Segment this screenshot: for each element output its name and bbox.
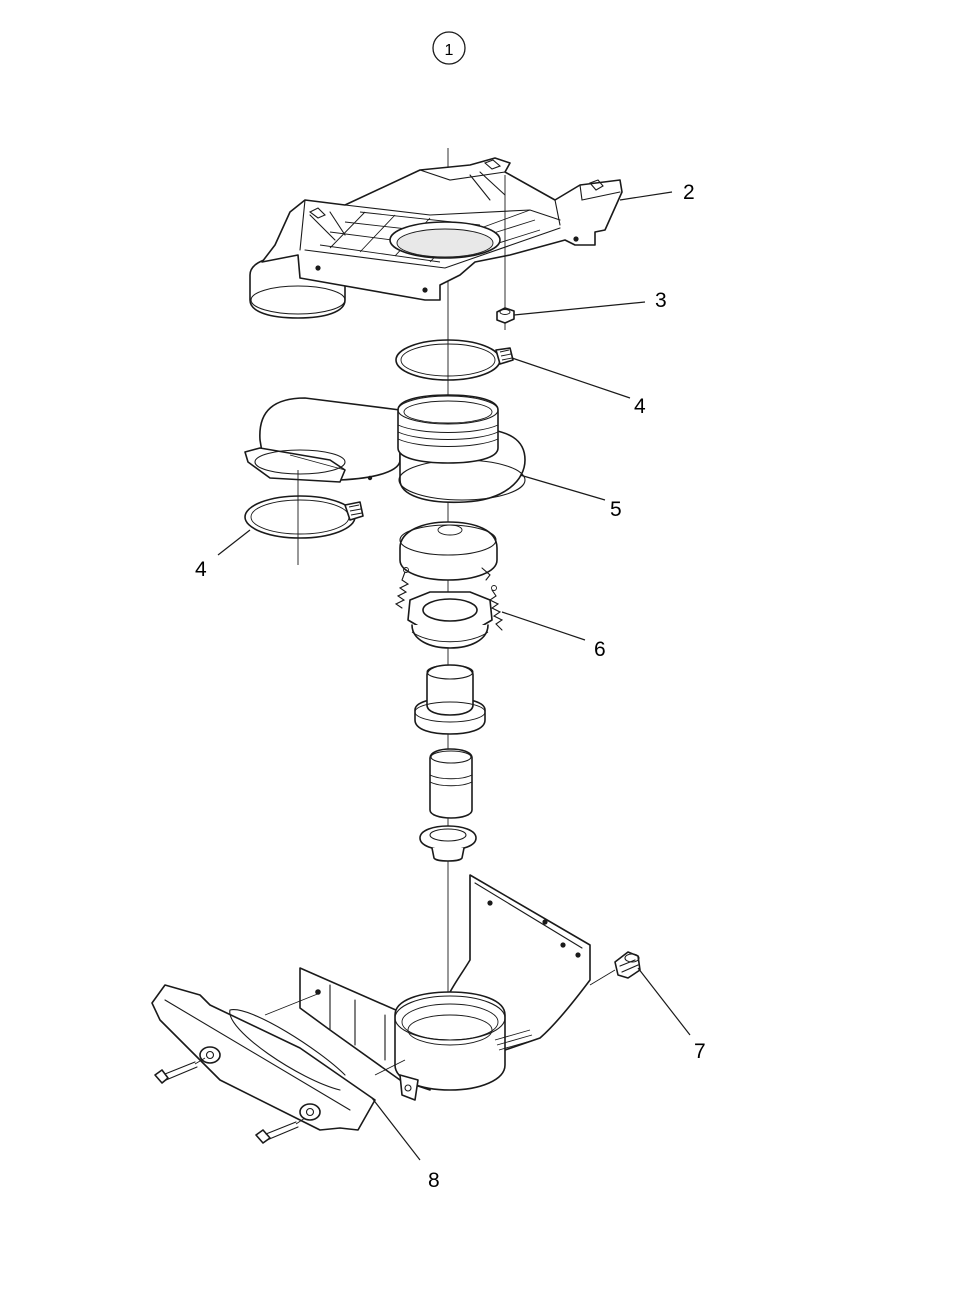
leader-8 [371, 1097, 421, 1161]
callout-7: 7 [694, 1040, 706, 1063]
callout-8: 8 [428, 1169, 440, 1192]
flanged-bushing [419, 825, 477, 862]
lower-bracket-housing [299, 874, 616, 1101]
sleeve-upper [414, 664, 486, 735]
leader-3 [513, 301, 646, 316]
part-8-cover-plate [151, 984, 406, 1131]
part-3-nut [496, 307, 515, 324]
callout-4-upper: 4 [634, 395, 646, 418]
part-2-mounting-frame [249, 157, 623, 330]
part-4-upper-clamp-ring [395, 339, 514, 381]
callout-5: 5 [610, 498, 622, 521]
figure-number-badge: 1 [432, 31, 466, 65]
leader-lines [217, 191, 691, 1161]
callout-labels: 2 3 4 4 5 6 7 8 [195, 181, 706, 1192]
part-7-fitting [614, 951, 641, 979]
sleeve-lower [429, 748, 473, 819]
screw-right [255, 1117, 306, 1144]
valve-cap [399, 521, 498, 581]
callout-3: 3 [655, 289, 667, 312]
callout-2: 2 [683, 181, 695, 204]
part-5-elbow-housing [244, 394, 526, 565]
leader-5 [519, 474, 606, 501]
leader-4a [511, 357, 631, 399]
figure-number: 1 [445, 42, 454, 59]
leader-7 [637, 967, 691, 1036]
leader-6 [501, 611, 586, 641]
part-4-lower-clamp-ring [244, 495, 364, 539]
callout-6: 6 [594, 638, 606, 661]
leader-4b [217, 529, 251, 556]
leader-2 [619, 191, 673, 201]
part-6-valve-seat [394, 567, 504, 649]
screw-left [154, 1057, 206, 1084]
callout-4-lower: 4 [195, 558, 207, 581]
